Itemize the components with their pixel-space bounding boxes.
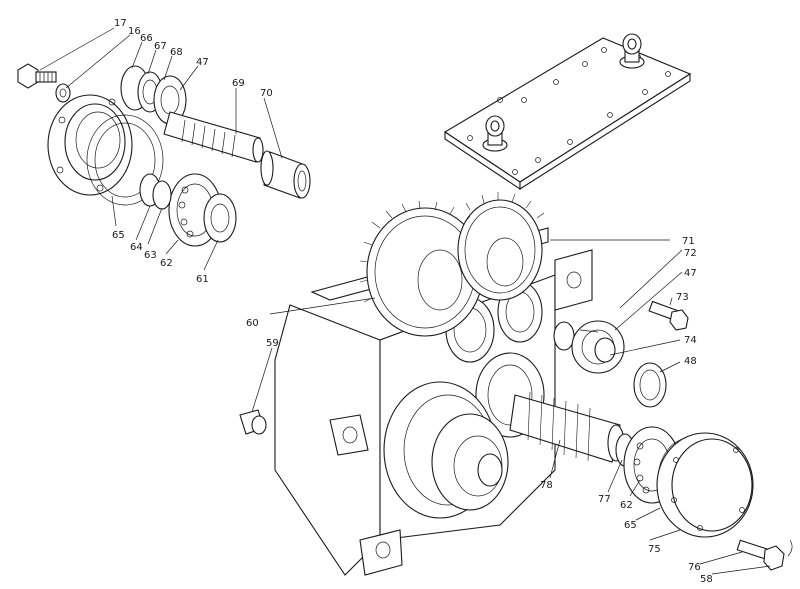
callout-47-upper: 47 bbox=[196, 57, 209, 68]
callout-labels: 17 16 66 67 68 47 69 70 65 64 63 62 61 7… bbox=[112, 18, 713, 585]
callout-75: 75 bbox=[648, 544, 661, 555]
lifting-eye-left bbox=[482, 115, 508, 152]
ring-48 bbox=[633, 362, 667, 408]
leader-lines bbox=[39, 27, 771, 575]
callout-16: 16 bbox=[128, 26, 141, 37]
callout-47-lower: 47 bbox=[684, 268, 697, 279]
callout-74: 74 bbox=[684, 335, 697, 346]
cover-plate bbox=[443, 33, 692, 191]
callout-64: 64 bbox=[130, 242, 143, 253]
callout-65-lower: 65 bbox=[624, 520, 637, 531]
callout-72: 72 bbox=[684, 248, 697, 259]
callout-71: 71 bbox=[682, 236, 695, 247]
bolt-73 bbox=[648, 300, 689, 331]
splined-shaft-69 bbox=[163, 111, 264, 163]
flange-cover bbox=[47, 94, 133, 196]
pinion-shaft-78 bbox=[509, 391, 625, 463]
end-cover-75 bbox=[656, 432, 754, 538]
callout-68: 68 bbox=[170, 47, 183, 58]
bolt-17 bbox=[17, 63, 57, 89]
callout-77: 77 bbox=[598, 494, 611, 505]
output-shaft-assembly bbox=[509, 300, 793, 571]
callout-69: 69 bbox=[232, 78, 245, 89]
callout-63: 63 bbox=[144, 250, 157, 261]
callout-59: 59 bbox=[266, 338, 279, 349]
callout-62-lower: 62 bbox=[620, 500, 633, 511]
cover-bolt-holes bbox=[467, 47, 671, 175]
gasket-65-upper bbox=[86, 114, 164, 206]
callout-73: 73 bbox=[676, 292, 689, 303]
callout-66: 66 bbox=[140, 33, 153, 44]
gear-pair-71 bbox=[359, 192, 545, 337]
input-shaft-assembly bbox=[17, 63, 311, 247]
callout-60: 60 bbox=[246, 318, 259, 329]
callout-61: 61 bbox=[196, 274, 209, 285]
drain-plug-59 bbox=[239, 409, 267, 435]
callout-76: 76 bbox=[688, 562, 701, 573]
callout-58: 58 bbox=[700, 574, 713, 585]
callout-78: 78 bbox=[540, 480, 553, 491]
callout-65-upper: 65 bbox=[112, 230, 125, 241]
bolt-76 bbox=[736, 539, 785, 571]
seal-rings bbox=[120, 65, 187, 125]
callout-70: 70 bbox=[260, 88, 273, 99]
callout-48: 48 bbox=[684, 356, 697, 367]
lock-nut-61 bbox=[203, 193, 237, 243]
spacer-63-64 bbox=[139, 173, 172, 210]
lifting-eye-right bbox=[619, 33, 645, 69]
drive-sprocket bbox=[431, 413, 509, 511]
washer-16 bbox=[55, 83, 71, 103]
callout-17: 17 bbox=[114, 18, 127, 29]
bearing-47-lower bbox=[553, 320, 625, 374]
sleeve-70 bbox=[260, 150, 311, 199]
callout-62-upper: 62 bbox=[160, 258, 173, 269]
callout-67: 67 bbox=[154, 41, 167, 52]
